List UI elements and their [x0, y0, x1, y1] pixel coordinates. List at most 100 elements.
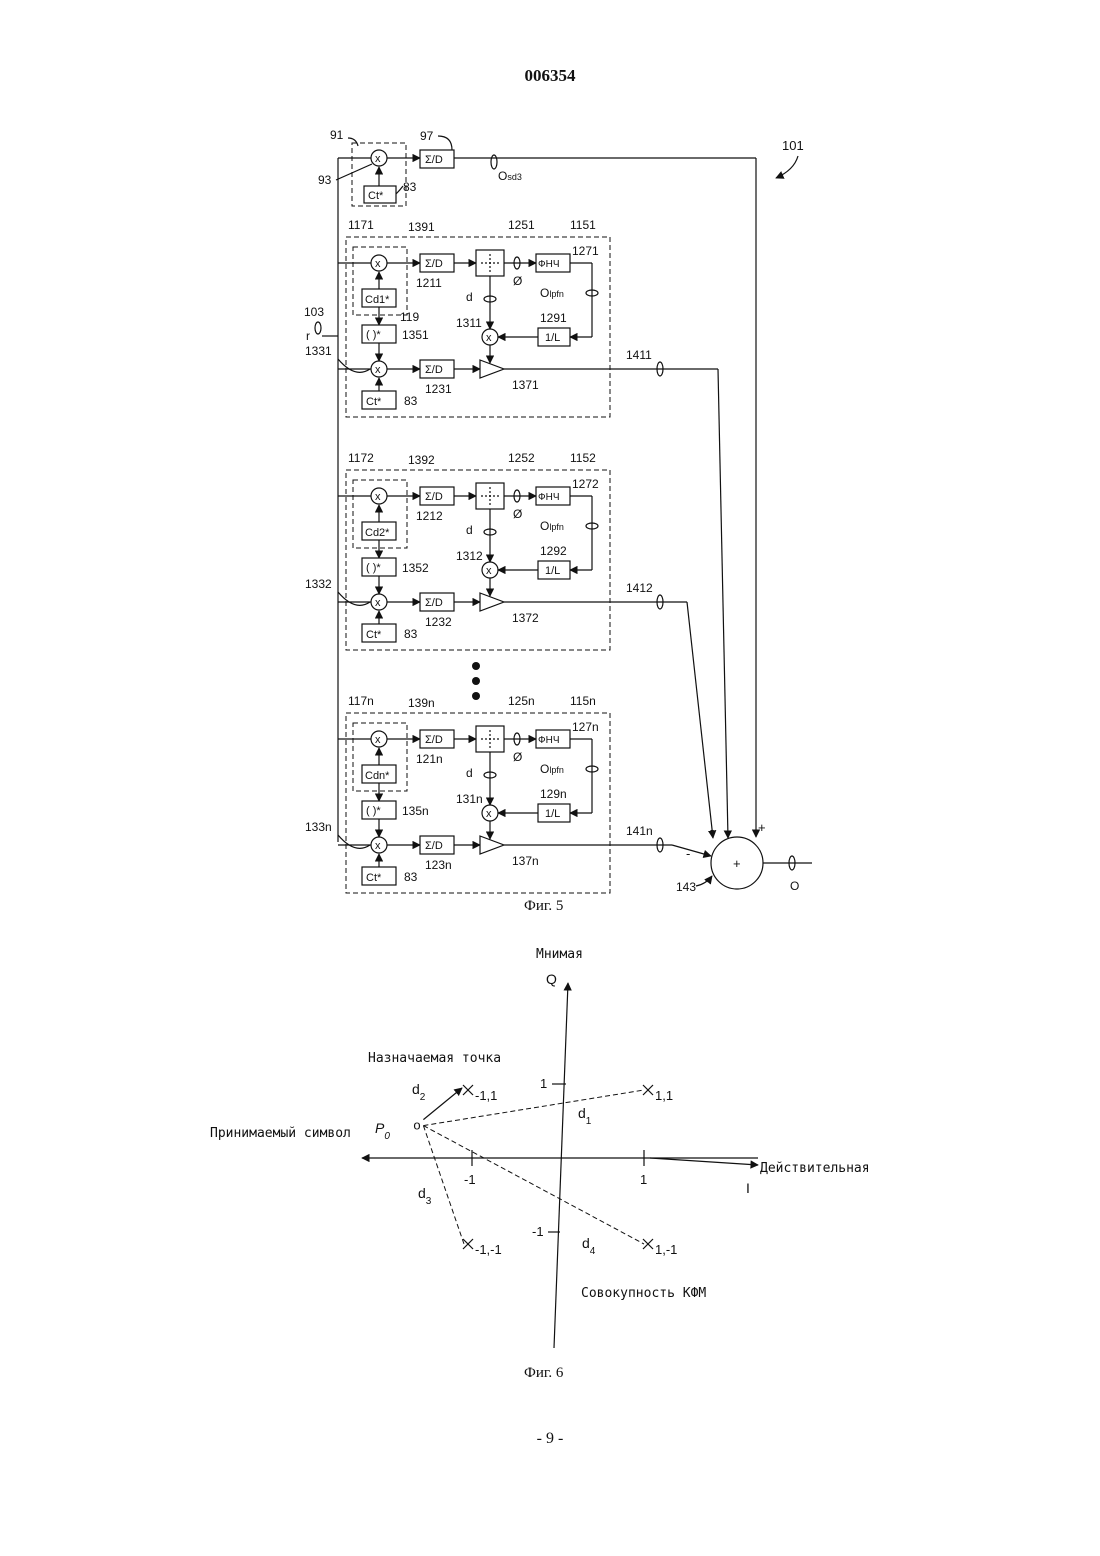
label-131: 1311: [456, 316, 482, 330]
page-number: - 9 -: [0, 1430, 1100, 1448]
output-summer: + - - + O 143: [676, 820, 812, 894]
label-115: 1152: [570, 451, 596, 465]
figure-6-caption: Фиг. 6: [524, 1365, 564, 1381]
label-83: 83: [404, 627, 418, 641]
constellation-point-label: -1,1: [475, 1088, 497, 1103]
conjugate-label: ( )*: [366, 805, 381, 817]
label-141: 141n: [626, 824, 653, 838]
constellation-point: 1,-1: [423, 1126, 677, 1257]
label-115: 115n: [570, 694, 596, 708]
lpf-output-label: Olpfn: [540, 519, 564, 533]
distance-label-2: d2: [412, 1081, 426, 1103]
finger-block-3: xCdn*Σ/DØФНЧOlpfn1/Ldx( )*xCt*Σ/D117n139…: [305, 694, 711, 893]
pilot-code-label: Ct*: [366, 872, 382, 884]
label-139: 139n: [408, 696, 435, 710]
distance-label-1: d1: [578, 1105, 592, 1127]
i-axis-letter: I: [746, 1180, 750, 1196]
input-r-label: r: [306, 329, 310, 343]
label-83: 83: [404, 870, 418, 884]
osd3-label: Osd3: [498, 169, 522, 183]
label-93: 93: [318, 173, 332, 187]
data-sum-label: Σ/D: [425, 734, 443, 746]
pilot-multiplier-x: x: [375, 364, 381, 376]
label-125: 1252: [508, 451, 535, 465]
label-139: 1391: [408, 220, 435, 234]
label-117: 1171: [348, 218, 374, 232]
ellipsis-dot-1: [472, 662, 480, 670]
q-axis: [554, 983, 568, 1348]
gain-amplifier: [480, 836, 504, 854]
constellation-point-label: 1,1: [655, 1088, 673, 1103]
conjugate-label: ( )*: [366, 562, 381, 574]
pilot-multiplier-x: x: [375, 840, 381, 852]
label-139: 1392: [408, 453, 435, 467]
inverse-l-label: 1/L: [545, 565, 560, 577]
pilot-code-label: Ct*: [366, 396, 382, 408]
label-143: 143: [676, 880, 696, 894]
d-label: d: [466, 523, 473, 537]
label-83-top: 83: [403, 180, 417, 194]
label-127: 1272: [572, 477, 599, 491]
p0-label: P0: [375, 1120, 390, 1142]
gain-amplifier: [480, 593, 504, 611]
constellation-point-label: -1,-1: [475, 1242, 502, 1257]
q-axis-letter: Q: [546, 971, 557, 987]
received-point: o: [413, 1118, 420, 1133]
figure-6: Мнимая Q Действительная I Назначаемая то…: [210, 947, 870, 1381]
constellation-point: -1,1: [423, 1085, 497, 1120]
data-code-label: Cdn*: [365, 770, 390, 782]
data-code-label: Cd2*: [365, 527, 390, 539]
pilot-ct-label: Ct*: [368, 190, 384, 202]
correction-multiplier-x: x: [486, 565, 492, 577]
ellipsis-dot-2: [472, 677, 480, 685]
label-117: 117n: [348, 694, 374, 708]
lpf-label: ФНЧ: [538, 492, 560, 503]
data-multiplier-x: x: [375, 491, 381, 503]
tick-x-pos: 1: [640, 1172, 647, 1187]
distance-vector: [423, 1090, 644, 1126]
label-121: 1212: [416, 509, 443, 523]
lpf-label: ФНЧ: [538, 259, 560, 270]
label-83: 83: [404, 394, 418, 408]
constellation-point-label: 1,-1: [655, 1242, 677, 1257]
summer-output-label: O: [790, 879, 799, 893]
phi-label: Ø: [513, 274, 522, 288]
label-123: 1231: [425, 382, 452, 396]
gain-amplifier: [480, 360, 504, 378]
distance-label-4: d4: [582, 1235, 596, 1257]
label-135: 1351: [402, 328, 429, 342]
constellation-label: Совокупность КФМ: [581, 1286, 706, 1301]
label-137: 1372: [512, 611, 539, 625]
constellation-point: 1,1: [423, 1085, 673, 1126]
label-121: 1211: [416, 276, 442, 290]
pilot-multiplier-x: x: [375, 153, 381, 165]
label-141: 1412: [626, 581, 653, 595]
i-axis-title: Действительная: [760, 1161, 870, 1176]
label-123: 1232: [425, 615, 452, 629]
data-sum-label: Σ/D: [425, 491, 443, 503]
label-91: 91: [330, 128, 344, 142]
target-point-label: Назначаемая точка: [368, 1051, 501, 1066]
data-code-label: Cd1*: [365, 294, 390, 306]
tick-y-pos: 1: [540, 1076, 547, 1091]
label-131: 131n: [456, 792, 483, 806]
figure-5: r 103 x Ct* Σ/D 91 93 97 83 Osd3: [304, 128, 812, 914]
label-125: 1251: [508, 218, 535, 232]
label-97: 97: [420, 129, 434, 143]
i-axis-right: [650, 1158, 758, 1165]
label-137: 1371: [512, 378, 539, 392]
data-multiplier-x: x: [375, 258, 381, 270]
distance-d2-vector: [423, 1088, 462, 1120]
label-129: 129n: [540, 787, 567, 801]
distance-vector: [423, 1126, 464, 1244]
pilot-code-label: Ct*: [366, 629, 382, 641]
tick-x-neg: -1: [464, 1172, 476, 1187]
label-115: 1151: [570, 218, 596, 232]
pilot-sum-label: Σ/D: [425, 840, 443, 852]
pilot-multiplier-x: x: [375, 597, 381, 609]
label-129: 1292: [540, 544, 567, 558]
label-117: 1172: [348, 451, 374, 465]
lpf-output-label: Olpfn: [540, 286, 564, 300]
summer-minus-n: -: [686, 846, 690, 861]
